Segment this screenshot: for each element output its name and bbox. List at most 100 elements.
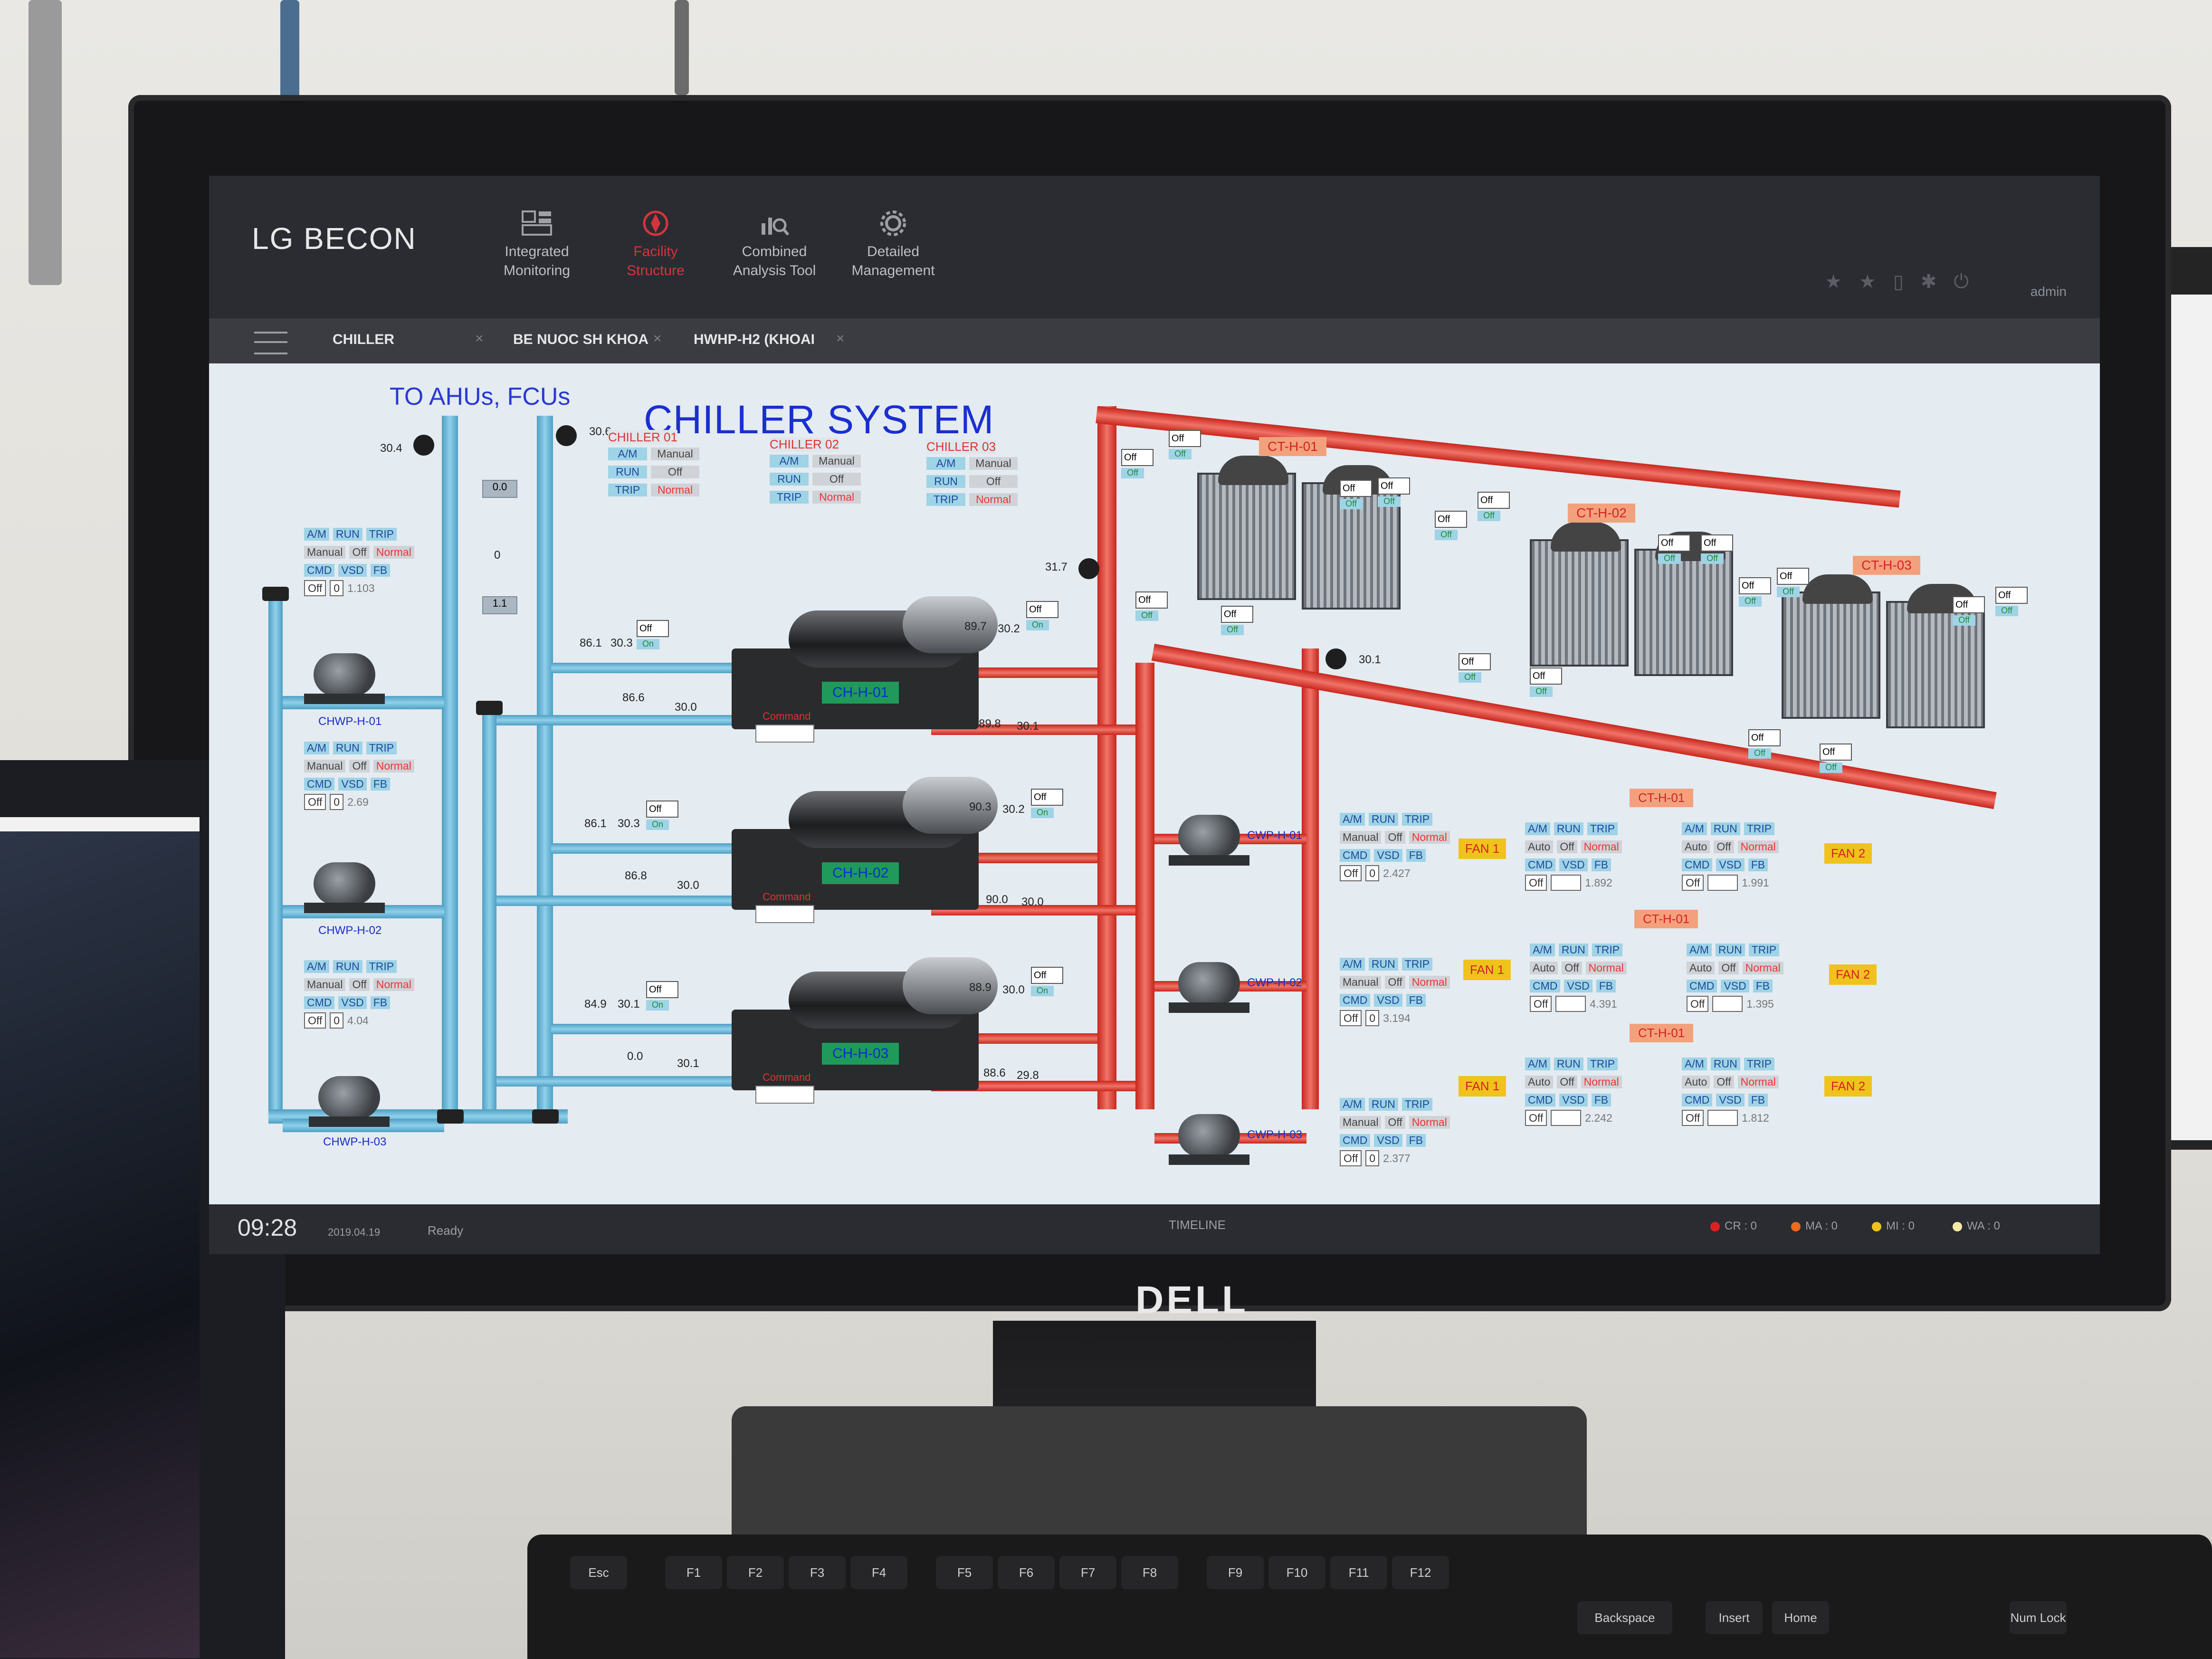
vsd-input[interactable] [1707,875,1738,891]
valve-select[interactable]: Off [1820,744,1852,761]
bypass-valve-setpoint[interactable]: 0.0 [482,480,517,498]
cmd-select[interactable]: Off [1687,996,1709,1012]
cooling-tower-1a[interactable] [1197,456,1296,600]
hamburger-menu-icon[interactable] [254,332,287,354]
valve-select[interactable]: Off [1701,534,1733,552]
vsd-input[interactable] [1555,996,1586,1012]
valve-select[interactable]: Off [1340,480,1372,497]
document-icon[interactable]: ▯ [1893,271,1921,292]
cmd-select[interactable]: Off [1340,865,1362,881]
chiller-command-select[interactable] [755,905,814,923]
cw-pump-1[interactable] [1169,810,1249,867]
vsd-input[interactable] [1551,1110,1582,1126]
nav-facility-structure[interactable]: Facility Structure [594,209,717,280]
valve-select[interactable]: Off [1995,587,2028,604]
valve-select[interactable]: Off [637,620,669,637]
valve-select[interactable]: Off [1031,967,1063,984]
valve-select[interactable]: Off [1435,511,1467,528]
valve-select[interactable]: Off [1459,653,1491,670]
cooling-tower-2b[interactable] [1634,532,1733,676]
cooling-tower-2a[interactable] [1530,522,1629,667]
valve-select[interactable]: Off [1658,534,1690,552]
valve-select[interactable]: Off [1748,729,1781,746]
nav-detailed-management[interactable]: Detailed Management [831,209,955,280]
cmd-select[interactable]: Off [1525,875,1547,891]
valve-select[interactable]: Off [646,981,678,998]
timeline-button[interactable]: TIMELINE [1169,1218,1226,1232]
valve-select[interactable]: Off [1478,492,1510,509]
favorites-list-icon[interactable]: ★ [1859,271,1893,292]
close-icon[interactable]: × [653,331,662,346]
chiller-command-select[interactable] [755,1086,814,1104]
vsd-input[interactable]: 0 [1365,865,1380,881]
cmd-select[interactable]: Off [1682,1110,1704,1126]
valve-select[interactable]: Off [1777,568,1809,585]
vsd-input[interactable] [1551,875,1582,891]
settings-icon[interactable]: ✱ [1920,271,1954,292]
cmd-select[interactable]: Off [1525,1110,1547,1126]
power-icon[interactable]: ⏻ [1954,271,1986,292]
tab-hwhp-h2[interactable]: HWHP-H2 (KHOAI [694,332,815,347]
valve-select[interactable]: Off [646,801,678,818]
cmd-select[interactable]: Off [304,580,326,596]
valve-select[interactable]: Off [1026,601,1058,618]
chw-pump-2[interactable] [304,858,385,915]
cmd-select[interactable]: Off [1340,1150,1362,1166]
tab-chiller[interactable]: CHILLER [333,332,394,347]
valve-select[interactable]: Off [1121,449,1154,466]
cmd-select[interactable]: Off [304,794,326,810]
cw-pump-3[interactable] [1169,1109,1249,1166]
valve-select[interactable]: Off [1530,667,1562,685]
valve-select[interactable]: Off [1739,577,1771,594]
vsd-input[interactable]: 0 [330,1012,344,1029]
tab-be-nuoc-sh-khoa[interactable]: BE NUOC SH KHOA [513,332,649,347]
chw-pump-1[interactable] [304,648,385,706]
vsd-input[interactable] [1707,1110,1738,1126]
vsd-input[interactable] [1712,996,1743,1012]
bypass-valve-box[interactable]: 1.1 [482,596,517,614]
cmd-select[interactable]: Off [1682,875,1704,891]
alarm-major[interactable]: MA : 0 [1791,1220,1838,1233]
nav-integrated-monitoring[interactable]: Integrated Monitoring [475,209,599,280]
user-name[interactable]: admin [2030,284,2067,299]
alarm-warning[interactable]: WA : 0 [1953,1220,2000,1233]
vsd-input[interactable]: 0 [1365,1010,1380,1026]
alarm-minor[interactable]: MI : 0 [1872,1220,1915,1233]
valve-select[interactable]: Off [1031,789,1063,806]
cooling-tower-3a[interactable] [1782,574,1880,719]
chiller-command-select[interactable] [755,725,814,743]
cmd-select[interactable]: Off [1530,996,1552,1012]
close-icon[interactable]: × [475,331,484,346]
cw-pump-2[interactable] [1169,957,1249,1014]
nav-combined-analysis-tool[interactable]: Combined Analysis Tool [713,209,836,280]
valve-select[interactable]: Off [1169,430,1201,447]
close-icon[interactable]: × [836,331,845,346]
vsd-input[interactable]: 0 [1365,1150,1380,1166]
valve-select[interactable]: Off [1378,477,1410,495]
chw-pump-3[interactable] [309,1071,390,1128]
vsd-input[interactable]: 0 [330,580,344,596]
alarm-critical[interactable]: CR : 0 [1710,1220,1757,1233]
favorite-icon[interactable]: ★ [1825,271,1859,292]
